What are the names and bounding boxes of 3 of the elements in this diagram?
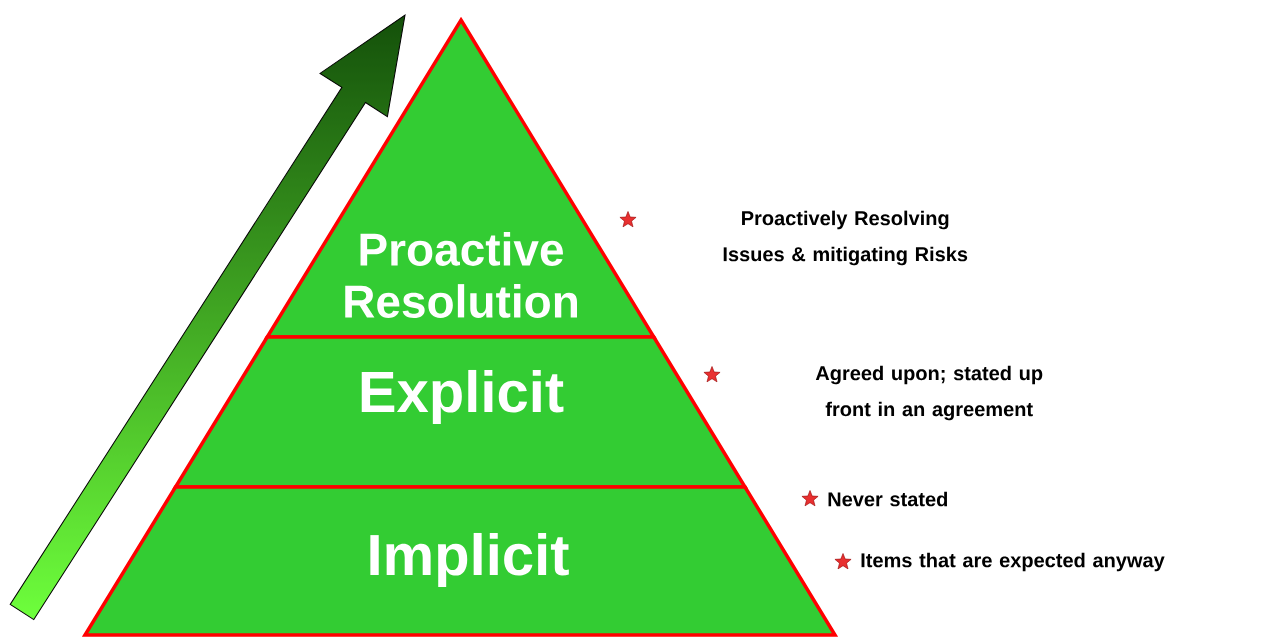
- bullet-text: Agreed upon; stated up front in an agreement: [815, 365, 1043, 421]
- bullet-text: Proactively Resolving Issues & mitigating Risks: [723, 210, 968, 266]
- bullet-text: Items that are expected anyway: [861, 552, 1165, 572]
